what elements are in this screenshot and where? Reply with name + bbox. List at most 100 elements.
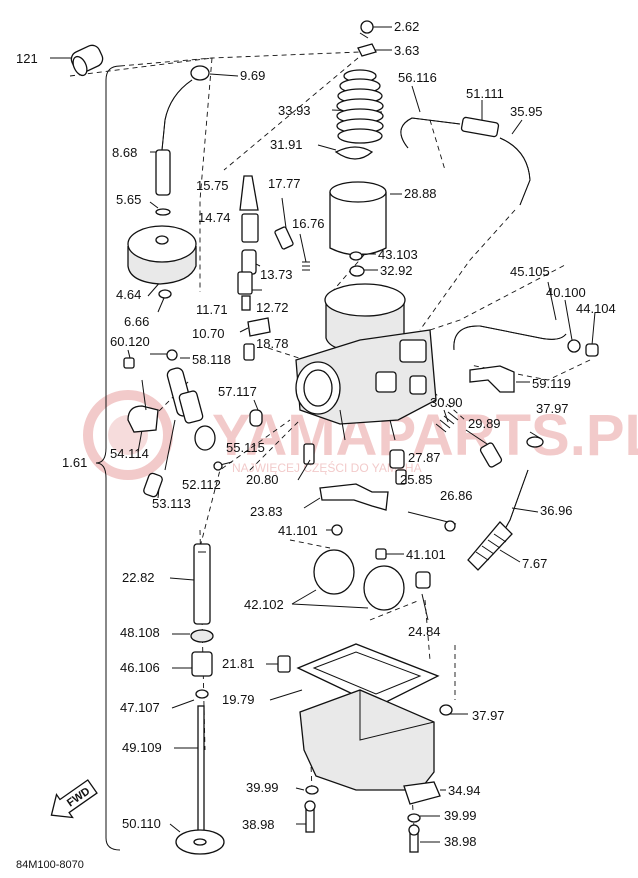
part-float-bowl <box>299 689 435 791</box>
part-9-69-clip <box>190 65 239 81</box>
part-14-74-needle-jet <box>241 213 259 243</box>
label-49-109: 49.109 <box>122 740 162 755</box>
fwd-arrow-icon: FWD <box>50 779 98 819</box>
watermark-subtitle: NAJWIĘCEJ CZĘŚCI DO YAMAHA <box>232 460 422 475</box>
part-5-65-oring <box>149 201 171 216</box>
part-18-78-screw <box>243 343 255 361</box>
part-13-73-jet <box>241 249 261 275</box>
part-40-100-clip <box>564 299 581 353</box>
label-5-65: 5.65 <box>116 192 141 207</box>
watermark-title: YAMAPARTS.PL <box>212 403 638 468</box>
label-53-113: 53.113 <box>152 496 191 511</box>
label-44-104: 44.104 <box>576 301 616 316</box>
label-36-96: 36.96 <box>540 503 573 518</box>
label-47-107: 47.107 <box>120 700 160 715</box>
label-42-102: 42.102 <box>244 597 284 612</box>
label-56-116: 56.116 <box>398 70 437 85</box>
part-carburetor-body <box>295 283 437 441</box>
part-24-84-needle-valve <box>415 571 431 621</box>
label-7-67: 7.67 <box>522 556 547 571</box>
label-48-108: 48.108 <box>120 625 160 640</box>
label-58-118: 58.118 <box>192 352 231 367</box>
label-15-75: 15.75 <box>196 178 229 193</box>
label-6-66: 6.66 <box>124 314 149 329</box>
part-59-119-bracket <box>469 365 530 393</box>
part-42-102-float <box>291 549 405 611</box>
label-8-68: 8.68 <box>112 145 137 160</box>
part-34-94-bracket <box>403 781 446 805</box>
label-11-71: 11.71 <box>196 302 228 317</box>
part-20-80-plug <box>297 459 311 481</box>
label-33-93: 33.93 <box>278 103 311 118</box>
part-2-62-screw <box>359 20 392 39</box>
parts <box>50 20 599 855</box>
part-11-71-jet <box>237 271 253 295</box>
label-50-110: 50.110 <box>122 816 161 831</box>
label-52-112: 52.112 <box>182 477 221 492</box>
label-41-101-b: 41.101 <box>406 547 446 562</box>
part-53-113-cable-end <box>143 419 176 499</box>
label-35-95: 35.95 <box>510 104 543 119</box>
label-55-115: 55.115 <box>226 440 265 455</box>
label-40-100: 40.100 <box>546 285 586 300</box>
part-44-104-cap <box>585 311 599 357</box>
part-27-87-jet <box>389 449 405 469</box>
label-26-86: 26.86 <box>440 488 473 503</box>
part-43-103-washer <box>349 251 376 261</box>
label-23-83: 23.83 <box>250 504 283 519</box>
part-60-120-cap <box>123 349 135 369</box>
drawing-code: 84M100-8070 <box>16 859 84 871</box>
label-39-99-b: 39.99 <box>444 808 477 823</box>
watermark: YAMAPARTS.PL NAJWIĘCEJ CZĘŚCI DO YAMAHA <box>83 390 638 480</box>
label-30-90: 30.90 <box>430 395 463 410</box>
label-19-79: 19.79 <box>222 692 255 707</box>
part-31-91-seal <box>317 144 374 160</box>
label-54-114: 54.114 <box>110 446 149 461</box>
label-39-99-a: 39.99 <box>246 780 279 795</box>
part-29-89-screw <box>465 429 503 468</box>
part-38-98-screw-b <box>408 824 440 853</box>
part-55-115-jet <box>213 443 315 471</box>
part-28-88-piston <box>329 181 402 256</box>
label-17-77: 17.77 <box>268 176 301 191</box>
label-32-92: 32.92 <box>380 263 413 278</box>
label-9-69: 9.69 <box>240 68 265 83</box>
part-7-67-boot <box>467 521 521 571</box>
assembly-bracket <box>95 65 121 851</box>
part-10-70-plate <box>239 317 271 337</box>
part-35-95-hose <box>499 119 531 206</box>
part-37-97-clip-top <box>526 431 544 448</box>
label-38-98-b: 38.98 <box>444 834 477 849</box>
part-51-111-joint <box>460 100 500 138</box>
part-52-112-plunger <box>166 367 216 451</box>
label-29-89: 29.89 <box>468 416 501 431</box>
label-43-103: 43.103 <box>378 247 418 262</box>
part-48-108-washer <box>172 629 214 643</box>
part-38-98-screw-a <box>296 800 316 833</box>
label-10-70: 10.70 <box>192 326 225 341</box>
label-27-87: 27.87 <box>408 450 441 465</box>
part-50-110-washer <box>169 823 225 855</box>
label-1-61: 1.61 <box>62 455 87 470</box>
part-39-99-washer-b <box>407 813 440 823</box>
label-60-120: 60.120 <box>110 334 150 349</box>
label-121: 121 <box>16 51 38 66</box>
part-57-117-plug <box>249 399 263 427</box>
part-4-64-cap <box>127 225 197 297</box>
label-28-88: 28.88 <box>404 186 437 201</box>
part-26-86-pilot-screw <box>407 511 457 532</box>
label-13-73: 13.73 <box>260 267 293 282</box>
part-58-118-screw <box>150 349 190 361</box>
label-2-62: 2.62 <box>394 19 419 34</box>
part-49-109-rod <box>174 705 205 837</box>
part-16-76-spring <box>299 233 310 271</box>
label-34-94: 34.94 <box>448 783 481 798</box>
part-6-66-oring <box>157 289 172 313</box>
label-46-106: 46.106 <box>120 660 160 675</box>
label-12-72: 12.72 <box>256 300 289 315</box>
part-33-93-spring <box>331 69 384 144</box>
part-41-101-pin-a <box>326 524 343 536</box>
part-25-85-plug <box>395 469 407 485</box>
part-3-63-washer <box>357 43 392 57</box>
